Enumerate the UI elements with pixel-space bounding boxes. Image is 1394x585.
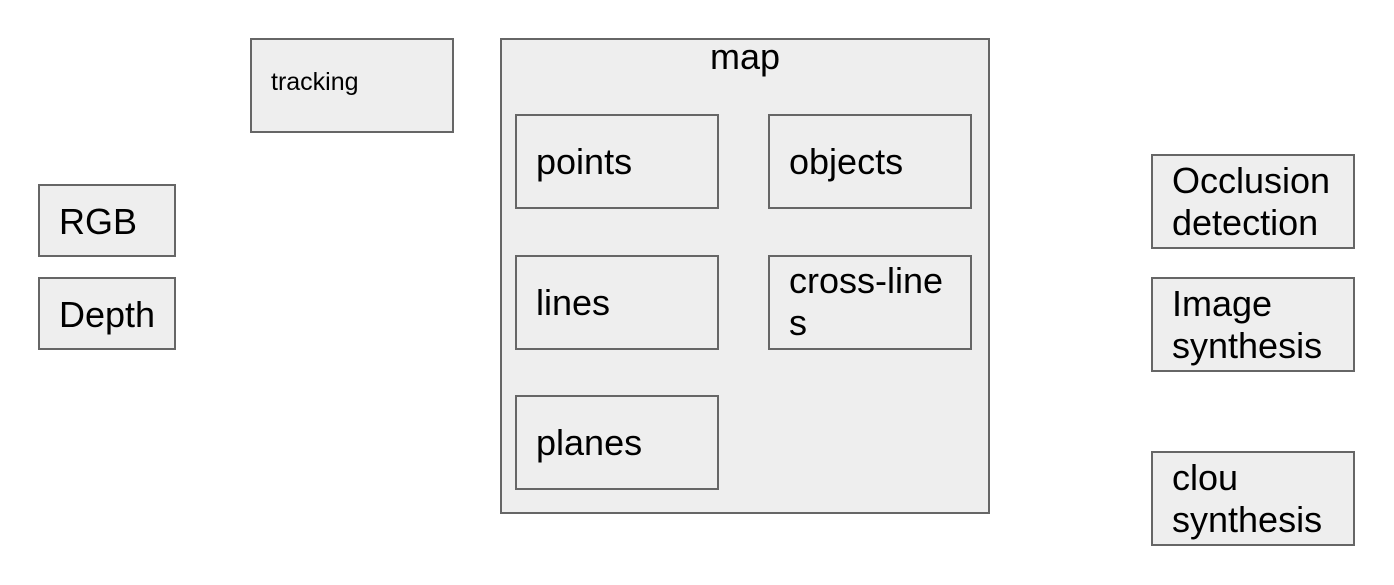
lines-label: lines: [536, 282, 611, 323]
clou-synthesis-label-line2: synthesis: [1172, 499, 1323, 540]
points-label: points: [536, 141, 633, 182]
cross-lines-box: cross-lines: [768, 255, 972, 350]
depth-box: Depth: [38, 277, 176, 350]
clou-synthesis-box: clou synthesis: [1151, 451, 1355, 546]
occlusion-detection-label-line1: Occlusion: [1172, 160, 1331, 201]
image-synthesis-label-line2: synthesis: [1172, 325, 1323, 366]
objects-box: objects: [768, 114, 972, 209]
lines-box: lines: [515, 255, 719, 350]
planes-box: planes: [515, 395, 719, 490]
cross-lines-label: cross-lines: [789, 260, 944, 343]
planes-label: planes: [536, 422, 643, 463]
rgb-label: RGB: [59, 201, 138, 242]
image-synthesis-label-line1: Image: [1172, 283, 1273, 324]
tracking-box: tracking: [250, 38, 454, 133]
occlusion-detection-box: Occlusion detection: [1151, 154, 1355, 249]
tracking-label: tracking: [271, 68, 359, 96]
clou-synthesis-label-line1: clou: [1172, 457, 1239, 498]
depth-label: Depth: [59, 294, 156, 335]
occlusion-detection-label-line2: detection: [1172, 202, 1319, 243]
map-title: map: [709, 36, 781, 77]
map-container: map points objects lines cross-lines pla…: [500, 36, 990, 514]
points-box: points: [515, 114, 719, 209]
objects-label: objects: [789, 141, 904, 182]
rgb-box: RGB: [38, 184, 176, 257]
image-synthesis-box: Image synthesis: [1151, 277, 1355, 372]
